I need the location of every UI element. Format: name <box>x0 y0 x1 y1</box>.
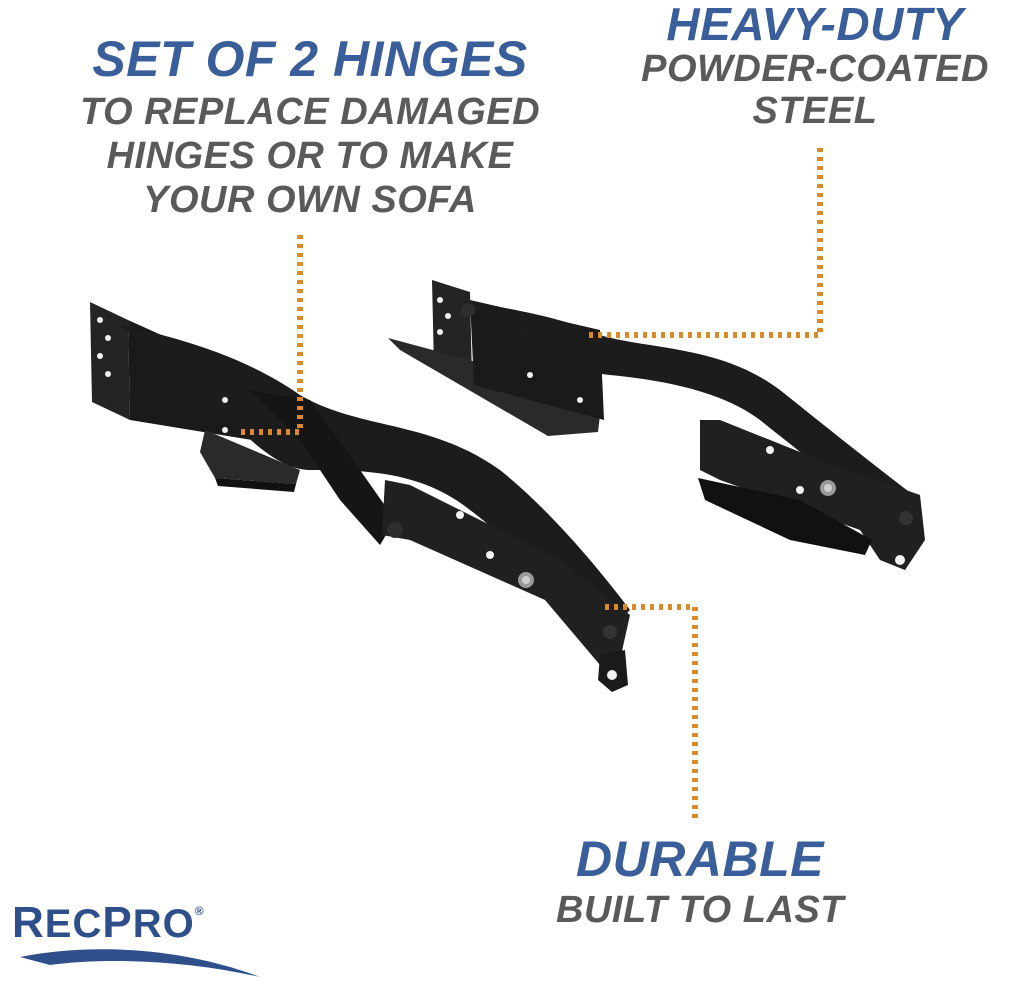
brand-swoosh-icon <box>20 949 260 977</box>
leader-line-bottom <box>605 604 698 820</box>
callout-hinge-set-line-1: TO REPLACE DAMAGED <box>79 91 541 133</box>
callout-heavy-duty: HEAVY-DUTY POWDER-COATED STEEL <box>600 0 1024 132</box>
callout-durable-line-1: BUILT TO LAST <box>556 889 844 931</box>
callout-durable: DURABLE BUILT TO LAST <box>500 830 900 932</box>
callout-heavy-duty-line-1: POWDER-COATED <box>641 48 989 90</box>
callout-durable-headline: DURABLE <box>576 831 824 887</box>
leader-lines <box>240 148 823 820</box>
callout-hinge-set: SET OF 2 HINGES TO REPLACE DAMAGED HINGE… <box>20 28 600 222</box>
right-hinge <box>388 280 925 570</box>
leader-line-right <box>585 148 823 338</box>
brand-second-rest: RO <box>132 902 195 946</box>
brand-first-rest: EC <box>44 902 103 946</box>
leader-line-left <box>240 235 303 435</box>
brand-first-cap: R <box>12 898 45 947</box>
brand-second-cap: P <box>102 898 133 947</box>
callout-hinge-set-line-2: HINGES OR TO MAKE <box>106 135 514 177</box>
callout-hinge-set-headline: SET OF 2 HINGES <box>92 31 528 87</box>
brand-logo: RECPRO® <box>12 898 205 948</box>
registered-mark: ® <box>194 904 205 918</box>
left-hinge <box>90 302 630 692</box>
callout-heavy-duty-line-2: STEEL <box>752 90 878 132</box>
callout-hinge-set-line-3: YOUR OWN SOFA <box>143 179 477 221</box>
callout-heavy-duty-headline: HEAVY-DUTY <box>666 0 964 50</box>
